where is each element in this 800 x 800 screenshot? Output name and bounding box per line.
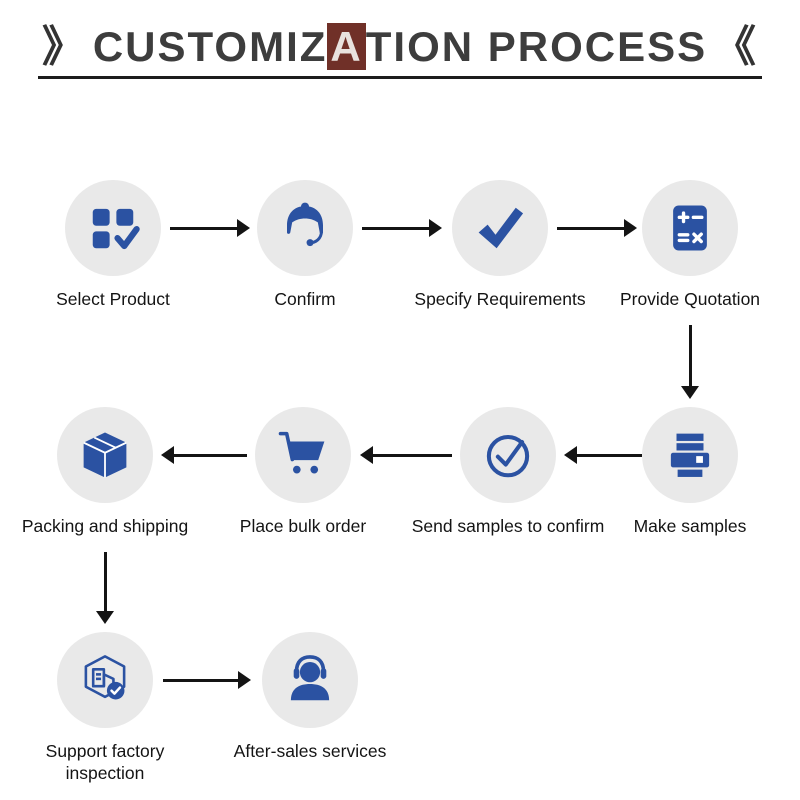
left-chevrons-icon: 》 — [42, 23, 87, 71]
printer-icon — [670, 433, 710, 477]
step-after-sales: After-sales services — [205, 632, 415, 763]
arrow-right-4 — [163, 671, 251, 689]
arrow-down-2 — [96, 552, 114, 624]
step-label: Send samples to confirm — [411, 516, 605, 536]
step-label: Support factory inspection — [45, 741, 165, 783]
step-circle — [460, 407, 556, 503]
headset-support-icon — [290, 655, 330, 701]
step-label: Place bulk order — [239, 516, 367, 536]
step-label: Confirm — [274, 289, 336, 309]
step-make-samples: Make samples — [585, 407, 795, 538]
step-provide-quotation: Provide Quotation — [585, 180, 795, 311]
step-factory-inspection: Support factory inspection — [0, 632, 210, 785]
step-label: Provide Quotation — [619, 289, 761, 309]
step-label: Select Product — [56, 289, 170, 309]
step-select-product: Select Product — [8, 180, 218, 311]
step-circle — [642, 407, 738, 503]
support-agent-icon — [287, 202, 323, 247]
checkmark-icon — [478, 207, 524, 249]
page-title: 》CUSTOMIZATION PROCESS《 — [0, 12, 800, 74]
arrow-left-3 — [161, 446, 247, 464]
step-circle — [257, 180, 353, 276]
title-part2: TION PROCESS — [365, 23, 708, 70]
step-label: After-sales services — [233, 741, 387, 761]
step-place-bulk-order: Place bulk order — [198, 407, 408, 538]
step-circle — [57, 407, 153, 503]
title-part1: CUSTOMIZ — [92, 23, 328, 70]
right-chevrons-icon: 《 — [713, 23, 758, 71]
calculator-icon — [673, 205, 707, 251]
step-label: Packing and shipping — [21, 516, 189, 536]
arrow-left-2 — [360, 446, 452, 464]
title-highlight: A — [327, 23, 366, 70]
arrow-down-1 — [681, 325, 699, 399]
package-box-icon — [83, 432, 127, 478]
arrow-left-1 — [564, 446, 642, 464]
step-send-samples: Send samples to confirm — [403, 407, 613, 538]
arrow-right-2 — [362, 219, 442, 237]
step-circle — [65, 180, 161, 276]
step-circle — [452, 180, 548, 276]
step-label: Make samples — [633, 516, 747, 536]
arrow-right-3 — [557, 219, 637, 237]
step-circle — [57, 632, 153, 728]
arrow-right-1 — [170, 219, 250, 237]
product-grid-check-icon — [92, 208, 140, 250]
step-circle — [262, 632, 358, 728]
title-underline — [38, 76, 762, 79]
step-label: Specify Requirements — [414, 289, 586, 309]
step-packing-shipping: Packing and shipping — [0, 407, 210, 538]
step-confirm: Confirm — [200, 180, 410, 311]
shopping-cart-icon — [278, 431, 325, 474]
step-circle — [642, 180, 738, 276]
step-circle — [255, 407, 351, 503]
factory-inspection-icon — [84, 655, 126, 700]
circle-check-icon — [486, 434, 530, 478]
step-specify-requirements: Specify Requirements — [395, 180, 605, 311]
